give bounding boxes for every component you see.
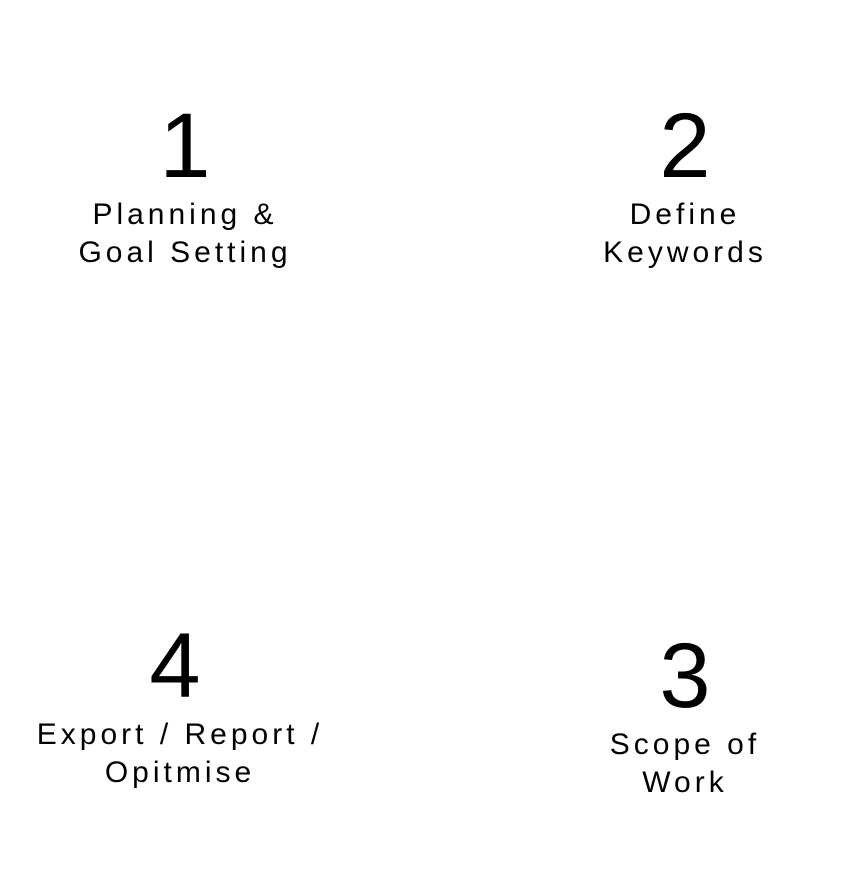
step-number: 1: [159, 95, 211, 197]
step-label: Planning & Goal Setting: [40, 196, 330, 272]
step-label-line: Planning &: [92, 198, 278, 231]
step-number: 2: [659, 95, 711, 197]
step-2: 2 Define Keywords: [540, 100, 830, 272]
step-3: 3 Scope of Work: [540, 630, 830, 802]
step-label-line: Opitmise: [104, 756, 256, 789]
step-label-line: Work: [642, 766, 728, 799]
step-label: Define Keywords: [540, 196, 830, 272]
step-4: 4 Export / Report / Opitmise: [20, 620, 340, 792]
step-1: 1 Planning & Goal Setting: [40, 100, 330, 272]
step-label: Scope of Work: [540, 726, 830, 802]
step-label-line: Define: [629, 198, 741, 231]
step-label-line: Scope of: [609, 728, 761, 761]
step-number: 4: [149, 615, 201, 717]
step-label-line: Keywords: [603, 236, 767, 269]
step-number: 3: [659, 625, 711, 727]
step-label-line: Goal Setting: [78, 236, 292, 269]
step-label-line: Export / Report /: [36, 718, 324, 751]
step-label: Export / Report / Opitmise: [20, 716, 340, 792]
